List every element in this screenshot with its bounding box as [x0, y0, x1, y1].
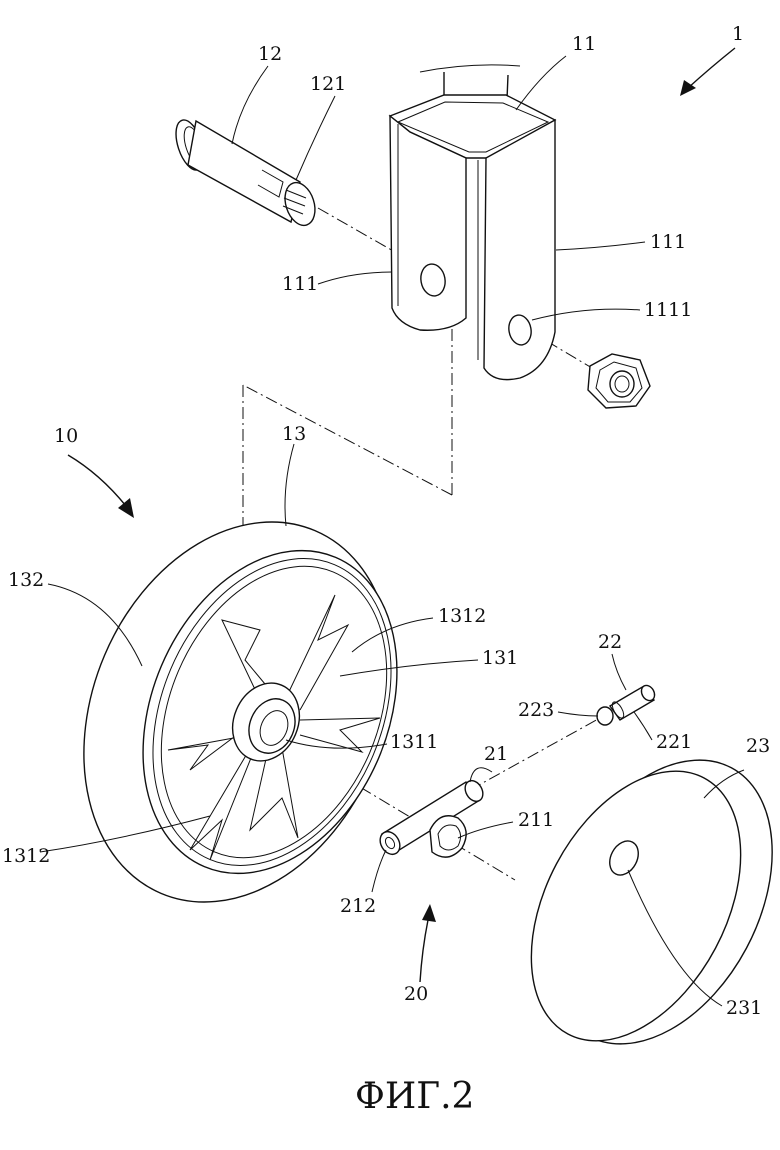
label-212: 212 — [340, 895, 376, 917]
label-211: 211 — [518, 809, 554, 831]
label-1: 1 — [732, 23, 744, 45]
figure-caption: ФИГ.2 — [355, 1076, 474, 1117]
hex-nut — [588, 354, 650, 408]
label-10: 10 — [54, 425, 78, 447]
wheel-10 — [28, 474, 449, 950]
label-22: 22 — [598, 631, 622, 653]
label-223: 223 — [518, 699, 554, 721]
label-20: 20 — [404, 983, 428, 1005]
label-12: 12 — [258, 43, 282, 65]
pin-22 — [597, 683, 657, 725]
disc-23 — [488, 722, 780, 1082]
label-21: 21 — [484, 743, 508, 765]
label-132: 132 — [8, 569, 44, 591]
label-111-right: 111 — [650, 231, 686, 253]
label-1111: 1111 — [644, 299, 692, 321]
label-131: 131 — [482, 647, 518, 669]
label-221: 221 — [656, 731, 692, 753]
label-111-left: 111 — [282, 273, 318, 295]
label-1311: 1311 — [390, 731, 438, 753]
label-1312-bottom: 1312 — [2, 845, 50, 867]
label-1312-top: 1312 — [438, 605, 486, 627]
label-231: 231 — [726, 997, 762, 1019]
label-121: 121 — [310, 73, 346, 95]
label-13: 13 — [282, 423, 306, 445]
label-23: 23 — [746, 735, 770, 757]
axle-21 — [376, 777, 486, 857]
pin-12 — [171, 117, 321, 230]
fork-bracket-11 — [390, 65, 555, 380]
label-11: 11 — [572, 33, 596, 55]
